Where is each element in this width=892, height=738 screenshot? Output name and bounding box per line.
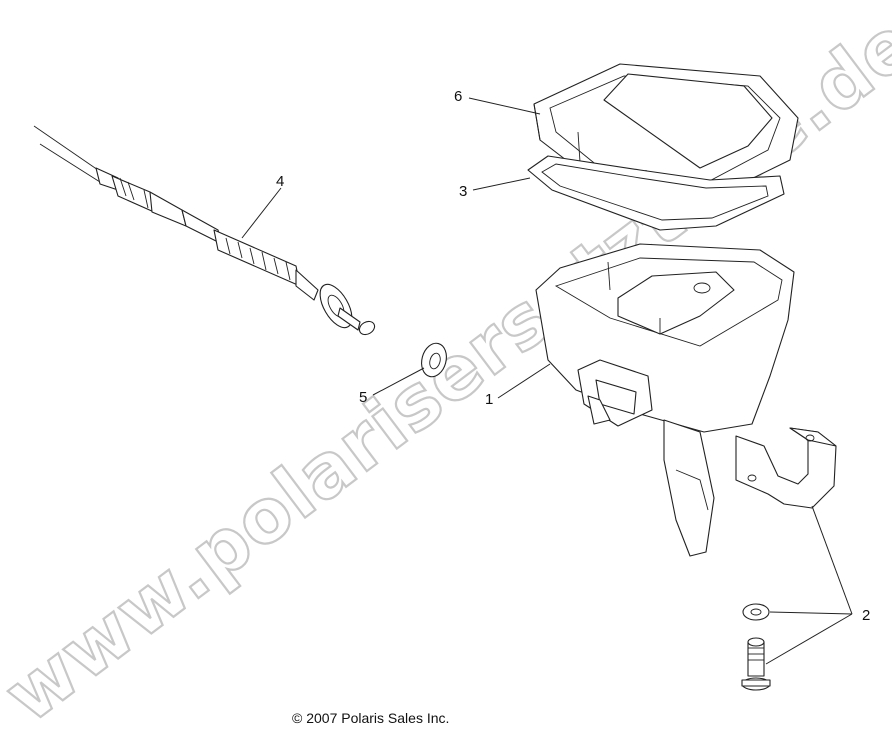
callout-4: 4 xyxy=(276,173,284,190)
callout-1: 1 xyxy=(485,391,493,408)
leader-2c xyxy=(765,613,853,665)
leader-2a xyxy=(811,505,853,615)
washer xyxy=(421,342,447,378)
handlebar-clamp xyxy=(735,427,837,509)
leader-3 xyxy=(472,177,531,191)
callout-5: 5 xyxy=(359,389,367,406)
leader-1 xyxy=(497,363,551,399)
callout-3: 3 xyxy=(459,183,467,200)
leader-2b xyxy=(769,611,853,615)
callout-2: 2 xyxy=(862,607,870,624)
throttle-cable xyxy=(33,125,376,336)
callout-6: 6 xyxy=(454,88,462,105)
bolt xyxy=(741,637,771,691)
lock-washer xyxy=(742,603,770,621)
leader-4 xyxy=(241,187,282,239)
copyright-notice: © 2007 Polaris Sales Inc. xyxy=(292,710,450,726)
leader-5 xyxy=(372,367,425,396)
switch-housing xyxy=(535,243,795,557)
leader-6 xyxy=(468,97,541,115)
gasket xyxy=(527,155,785,231)
